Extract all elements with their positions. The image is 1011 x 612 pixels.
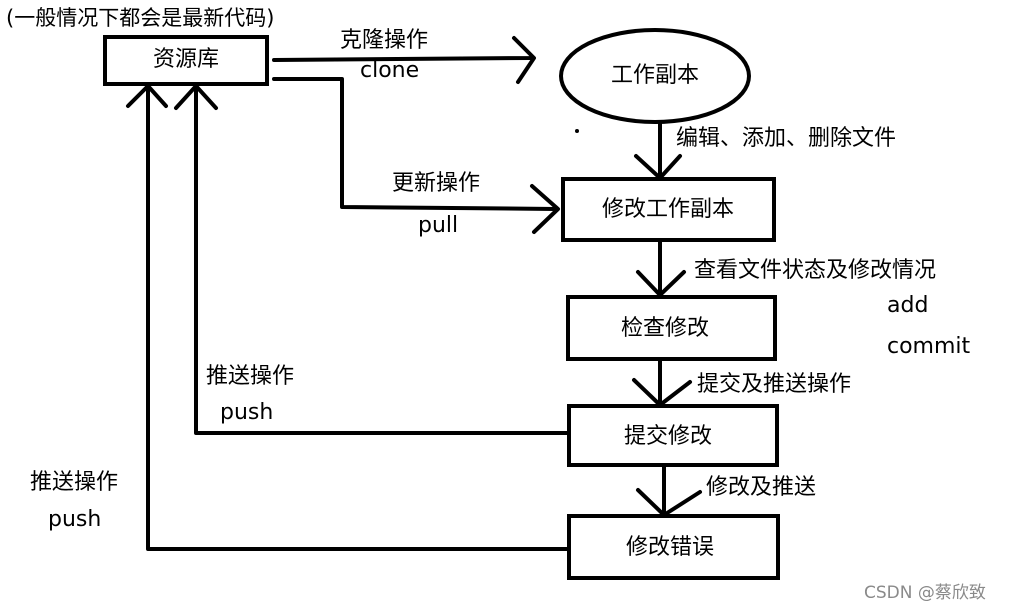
repository-label: 资源库 [152, 47, 220, 72]
push-arrow-1 [174, 84, 569, 435]
view-status-label: 查看文件状态及修改情况 [694, 258, 937, 283]
repository-box [103, 35, 269, 86]
modify-push-label: 修改及推送 [706, 475, 817, 500]
modify-copy-label: 修改工作副本 [601, 197, 735, 222]
pull-label-cn: 更新操作 [392, 171, 481, 196]
stray-dot [575, 129, 579, 133]
watermark: CSDN @蔡欣致 [864, 583, 986, 603]
commit-label: commit [887, 334, 971, 359]
check-changes-label: 检查修改 [620, 316, 710, 341]
modify-push-arrow [636, 465, 702, 517]
submit-arrow [632, 359, 692, 407]
submit-push-label: 提交及推送操作 [697, 372, 852, 397]
fix-errors-label: 修改错误 [625, 535, 715, 560]
modify-copy-box [561, 177, 776, 242]
working-copy-ellipse [559, 28, 751, 124]
push-label-2-cn: 推送操作 [30, 470, 119, 495]
working-copy-label: 工作副本 [610, 63, 700, 88]
clone-label-en: clone [360, 58, 420, 83]
pull-label-en: pull [418, 213, 459, 238]
add-label: add [887, 293, 929, 318]
fix-errors-box [567, 514, 780, 580]
push-label-2-en: push [48, 507, 102, 532]
clone-arrow [272, 36, 536, 84]
clone-label-cn: 克隆操作 [340, 28, 429, 53]
header-note: (一般情况下都会是最新代码) [6, 6, 275, 30]
pull-arrow [272, 77, 560, 234]
check-changes-box [566, 295, 777, 361]
push-arrow-2 [126, 84, 569, 551]
commit-changes-box [567, 404, 779, 467]
status-arrow [636, 240, 686, 297]
edit-files-label: 编辑、添加、删除文件 [676, 126, 897, 151]
push-label-1-cn: 推送操作 [206, 364, 295, 389]
commit-changes-label: 提交修改 [623, 424, 713, 449]
edit-arrow [634, 120, 682, 180]
push-label-1-en: push [220, 400, 274, 425]
